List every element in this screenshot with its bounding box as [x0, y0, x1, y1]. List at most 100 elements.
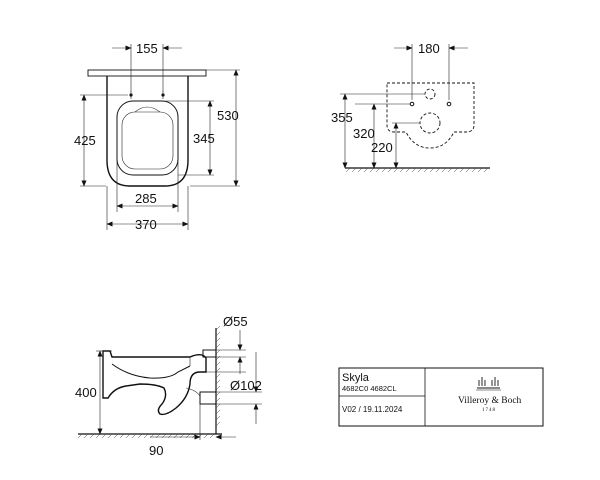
- wall-plate: [87, 69, 207, 77]
- hatch-line: [465, 167, 471, 173]
- hatch-line: [95, 433, 101, 439]
- hatch-line: [143, 433, 149, 439]
- hatch-line: [203, 433, 209, 439]
- hatch-line: [137, 433, 143, 439]
- front-view: 180 355 320 220: [331, 41, 490, 173]
- dim-285: 285: [135, 191, 157, 206]
- bowl-inner-profile: [111, 363, 191, 379]
- seat-inner: [121, 111, 174, 170]
- hatch-line: [89, 433, 95, 439]
- hatch-line: [215, 355, 221, 361]
- hatch-line: [381, 167, 387, 173]
- hatch-line: [483, 167, 489, 173]
- front-outline: [386, 82, 475, 149]
- hatch-line: [215, 367, 221, 373]
- dim-400: 400: [75, 385, 97, 400]
- article-numbers: 4682C0 4682CL: [342, 384, 397, 393]
- outlet-pipe: [199, 391, 217, 405]
- hatch-line: [429, 167, 435, 173]
- seat-hinge: [134, 106, 161, 113]
- hatch-line: [215, 373, 221, 379]
- hatch-line: [215, 391, 221, 397]
- hatch-line: [477, 167, 483, 173]
- hatch-line: [405, 167, 411, 173]
- hatch-line: [369, 167, 375, 173]
- hatch-line: [351, 167, 357, 173]
- hatch-line: [387, 167, 393, 173]
- hatch-line: [83, 433, 89, 439]
- hatch-line: [113, 433, 119, 439]
- title-block: Skyla 4682C0 4682CL V02 / 19.11.2024 Vil…: [338, 367, 544, 427]
- dim-370: 370: [135, 217, 157, 232]
- dim-425: 425: [74, 133, 96, 148]
- hatch-line: [375, 167, 381, 173]
- hatch-line: [215, 409, 221, 415]
- dim-320: 320: [353, 126, 375, 141]
- hatch-line: [459, 167, 465, 173]
- bowl-outline: [106, 76, 189, 187]
- dim-220: 220: [371, 140, 393, 155]
- dim-345: 345: [193, 131, 215, 146]
- hatch-line: [107, 433, 113, 439]
- seat-outline: [116, 100, 179, 176]
- hatch-line: [363, 167, 369, 173]
- hatch-line: [215, 421, 221, 427]
- water-inlet: [424, 88, 436, 100]
- version-date: V02 / 19.11.2024: [342, 405, 403, 414]
- hatch-line: [215, 379, 221, 385]
- hatch-line: [447, 167, 453, 173]
- hatch-line: [411, 167, 417, 173]
- brand-logo-icon: Villeroy & Boch 1748: [458, 377, 522, 413]
- dim-180: 180: [418, 41, 440, 56]
- dim-155: 155: [136, 41, 158, 56]
- brand-name: Villeroy & Boch: [458, 396, 522, 406]
- hatch-line: [471, 167, 477, 173]
- hatch-line: [357, 167, 363, 173]
- side-view: Ø55 Ø102 400 90: [75, 314, 262, 458]
- dim-102: Ø102: [230, 378, 262, 393]
- front-hole-left: [409, 101, 415, 107]
- hatch-line: [155, 433, 161, 439]
- hatch-line: [399, 167, 405, 173]
- hatch-line: [423, 167, 429, 173]
- hatch-line: [119, 433, 125, 439]
- hatch-line: [441, 167, 447, 173]
- bowl-profile: [102, 350, 207, 416]
- hatch-line: [125, 433, 131, 439]
- hatch-line: [77, 433, 83, 439]
- product-name: Skyla: [342, 372, 370, 384]
- hatch-line: [417, 167, 423, 173]
- hatch-line: [215, 325, 221, 331]
- brand-year: 1748: [482, 408, 496, 413]
- top-view: 155 530 425 345 285 370: [74, 41, 240, 232]
- hatch-line: [161, 433, 167, 439]
- hatch-line: [215, 415, 221, 421]
- hatch-line: [215, 343, 221, 349]
- hatch-line: [215, 337, 221, 343]
- waste-outlet: [419, 112, 441, 134]
- hatch-line: [149, 433, 155, 439]
- hatch-line: [345, 167, 351, 173]
- dim-355: 355: [331, 110, 353, 125]
- hatch-line: [173, 433, 179, 439]
- hatch-line: [131, 433, 137, 439]
- dim-55: Ø55: [223, 314, 248, 329]
- front-hole-right: [446, 101, 452, 107]
- hatch-line: [179, 433, 185, 439]
- hatch-line: [215, 349, 221, 355]
- hatch-line: [209, 433, 215, 439]
- dim-90: 90: [149, 443, 163, 458]
- hatch-line: [215, 385, 221, 391]
- dim-530: 530: [217, 108, 239, 123]
- hatch-line: [453, 167, 459, 173]
- hatch-line: [101, 433, 107, 439]
- hatch-line: [167, 433, 173, 439]
- hatch-line: [215, 397, 221, 403]
- hatch-line: [393, 167, 399, 173]
- hatch-line: [215, 403, 221, 409]
- hatch-line: [435, 167, 441, 173]
- hatch-line: [185, 433, 191, 439]
- hatch-line: [215, 361, 221, 367]
- hatch-line: [215, 331, 221, 337]
